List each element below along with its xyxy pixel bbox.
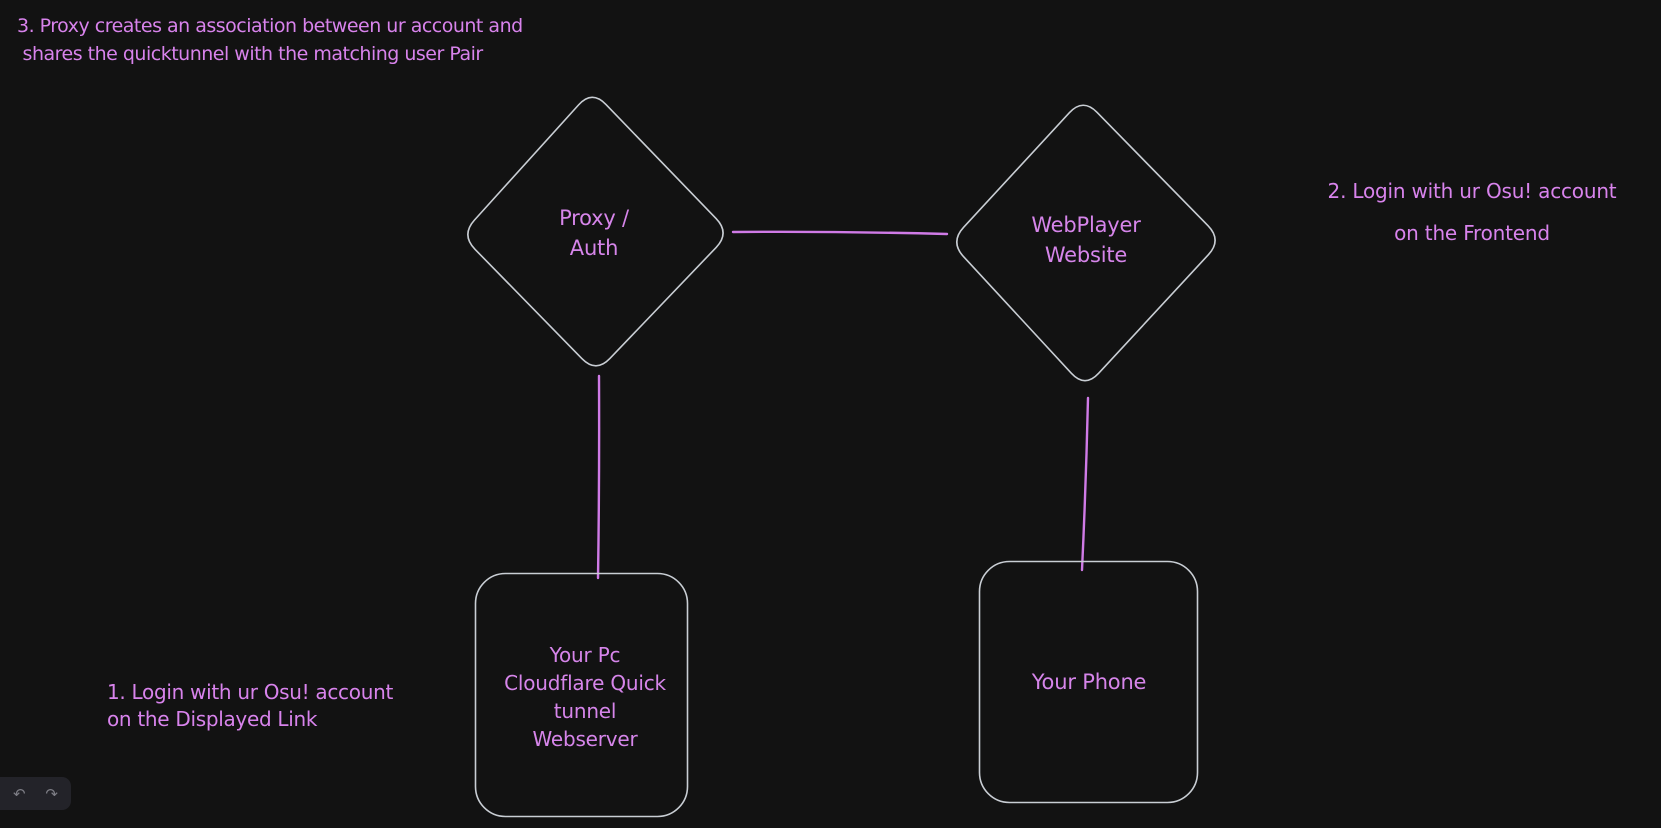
edge-proxy-to-pc[interactable]: [596, 374, 601, 580]
annotation-step-2[interactable]: 2. Login with ur Osu! account on the Fro…: [1327, 179, 1617, 245]
webplayer-label[interactable]: WebPlayer Website: [1031, 213, 1141, 267]
phone-label[interactable]: Your Phone: [1031, 670, 1147, 694]
phone-rect[interactable]: [978, 560, 1199, 804]
annotation-step-3[interactable]: 3. Proxy creates an association between …: [17, 15, 523, 65]
edge-proxy-to-webplayer[interactable]: [731, 230, 949, 236]
undo-button[interactable]: ↶: [6, 781, 32, 807]
proxy-auth-diamond[interactable]: [467, 96, 724, 367]
undo-icon: ↶: [13, 784, 26, 803]
annotation-step-1[interactable]: 1. Login with ur Osu! account on the Dis…: [107, 680, 393, 731]
undo-redo-panel: ↶ ↷: [0, 777, 71, 810]
edge-webplayer-to-phone[interactable]: [1080, 396, 1090, 572]
pc-webserver-rect[interactable]: [474, 572, 689, 818]
proxy-auth-label[interactable]: Proxy / Auth: [559, 206, 629, 260]
redo-icon: ↷: [45, 784, 58, 803]
webplayer-diamond[interactable]: [956, 104, 1216, 382]
redo-button[interactable]: ↷: [39, 781, 65, 807]
pc-webserver-label[interactable]: Your Pc Cloudflare Quick tunnel Webserve…: [504, 643, 666, 751]
